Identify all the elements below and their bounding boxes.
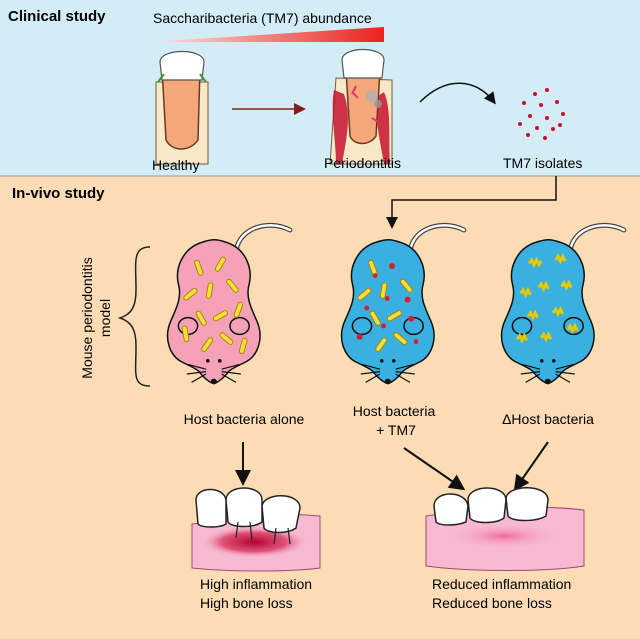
outcome-high-inflammation-jaw	[191, 487, 321, 572]
clinical-section-bg	[0, 0, 640, 176]
outcome1-line2: High bone loss	[200, 595, 293, 611]
tm7-isolates-dots	[518, 88, 565, 140]
periodontitis-label: Periodontitis	[324, 155, 401, 171]
healthy-tooth-illustration	[155, 51, 209, 165]
outcome2-line1: Reduced inflammation	[432, 576, 571, 592]
clinical-section-title: Clinical study	[8, 8, 106, 25]
mouse1-label: Host bacteria alone	[184, 411, 305, 427]
abundance-gradient-wedge	[150, 27, 384, 42]
periodontitis-tooth-illustration	[329, 49, 393, 165]
mouse-delta-host-bacteria	[500, 222, 627, 385]
periodontitis-to-isolates-arrow	[419, 82, 496, 105]
mouse-host-bacteria-plus-tm7	[340, 222, 467, 385]
outcome-reduced-inflammation-jaw	[425, 487, 585, 571]
mouse2-tm7-cells	[356, 263, 419, 344]
model-label-line2: model	[97, 299, 113, 337]
healthy-label: Healthy	[152, 157, 199, 173]
mouse3-lysed-bacteria	[515, 253, 579, 344]
mouse2-outcome-arrow	[403, 447, 466, 491]
isolates-to-tm7-mouse-arrow	[386, 176, 557, 229]
model-label-line1: Mouse periodontitis	[79, 257, 95, 378]
abundance-label: Saccharibacteria (TM7) abundance	[153, 10, 372, 26]
mouse3-label: ΔHost bacteria	[502, 411, 594, 427]
outcome2-line2: Reduced bone loss	[432, 595, 552, 611]
mouse3-outcome-arrow	[513, 441, 549, 492]
mouse2-label-line1: Host bacteria	[353, 403, 436, 419]
mouse2-label-line2: + TM7	[376, 422, 416, 438]
invivo-section-title: In-vivo study	[12, 185, 105, 202]
mouse1-bacteria	[181, 256, 248, 354]
mouse-host-bacteria-alone	[166, 222, 293, 385]
outcome1-line1: High inflammation	[200, 576, 312, 592]
model-brace	[117, 246, 151, 387]
tm7-isolates-label: TM7 isolates	[503, 155, 582, 171]
